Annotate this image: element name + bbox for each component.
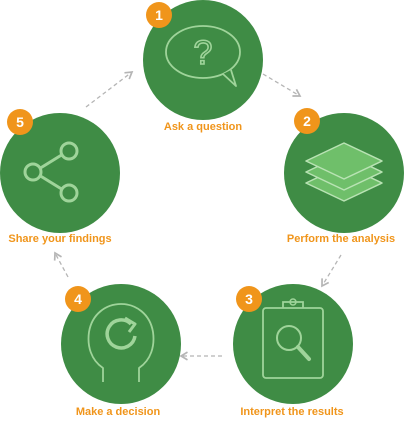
layers-icon <box>305 142 383 202</box>
arrow-4-to-5 <box>53 251 69 278</box>
step-3-badge: 3 <box>236 286 262 312</box>
share-icon <box>23 141 79 203</box>
question-bubble-icon: ? <box>165 25 241 87</box>
arrow-1-to-2 <box>262 73 302 97</box>
step-5-badge: 5 <box>7 109 33 135</box>
step-4-badge: 4 <box>65 286 91 312</box>
step-2-badge: 2 <box>294 108 320 134</box>
clipboard-magnifier-icon <box>262 298 324 379</box>
arrow-5-to-1 <box>85 71 134 108</box>
step-2-label: Perform the analysis <box>286 233 396 245</box>
step-2-circle <box>284 113 404 233</box>
step-1-badge: 1 <box>146 2 172 28</box>
arrow-2-to-3 <box>321 254 342 288</box>
step-4-label: Make a decision <box>75 406 161 418</box>
svg-text:?: ? <box>194 34 213 72</box>
step-1-label: Ask a question <box>163 121 243 133</box>
step-3-label: Interpret the results <box>240 406 344 418</box>
step-5-label: Share your findings <box>8 233 112 245</box>
head-refresh-icon <box>87 303 155 382</box>
